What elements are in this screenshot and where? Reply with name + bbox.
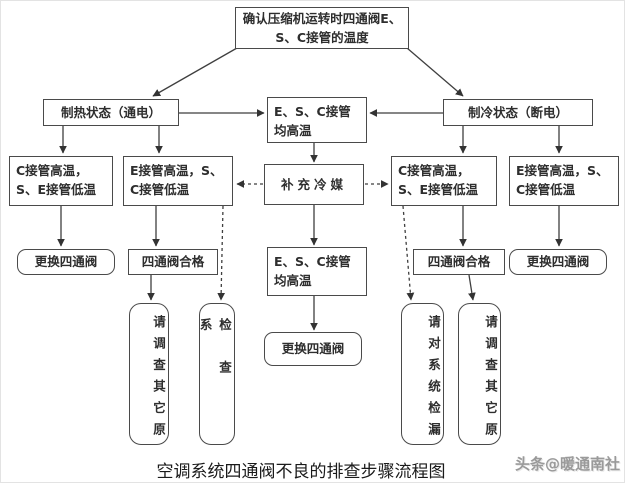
node-cooling-state: 制冷状态（断电） xyxy=(443,99,593,126)
watermark-label: 头条@暖通南社 xyxy=(514,455,620,473)
node-esc-all-hot-top: E、S、C接管均高温 xyxy=(267,97,367,143)
node-valve-ok-right: 四通阀合格 xyxy=(413,249,505,275)
diagram-caption: 空调系统四通阀不良的排查步骤流程图 xyxy=(156,462,446,482)
node-esc-all-hot-mid: E、S、C接管均高温 xyxy=(267,247,367,296)
node-heating-state: 制热状态（通电） xyxy=(43,99,179,126)
connector-ehot-to-inspect-dashed xyxy=(217,205,226,301)
connector-root-to-cooling xyxy=(406,47,464,97)
node-investigate-other-right: 请调查其它原 xyxy=(458,303,501,445)
node-cooling-c-hot: C接管高温，S、E接管低温 xyxy=(391,156,497,206)
node-replace-valve-mid: 更换四通阀 xyxy=(264,332,362,366)
connector-okright-to-investigate xyxy=(468,274,476,301)
node-leak-check: 请对系统检漏 xyxy=(401,303,444,445)
node-heating-e-hot: E接管高温，S、C接管低温 xyxy=(123,156,233,206)
node-confirm-temperature: 确认压缩机运转时四通阀E、S、C接管的温度 xyxy=(235,7,409,49)
node-replace-valve-right: 更换四通阀 xyxy=(509,249,607,275)
node-cooling-e-hot: E接管高温，S、C接管低温 xyxy=(509,156,619,206)
node-replace-valve-left: 更换四通阀 xyxy=(17,249,115,275)
connector-root-to-heating xyxy=(152,47,238,97)
node-valve-ok-left: 四通阀合格 xyxy=(128,249,218,275)
node-refill-refrigerant: 补充冷媒 xyxy=(264,164,364,205)
connector-chot-to-leakcheck-dashed xyxy=(402,205,415,301)
node-heating-c-hot: C接管高温，S、E接管低温 xyxy=(9,156,113,206)
node-inspect-system: 检查系 xyxy=(198,303,235,445)
node-investigate-other-left: 请调查其它原 xyxy=(129,303,169,445)
